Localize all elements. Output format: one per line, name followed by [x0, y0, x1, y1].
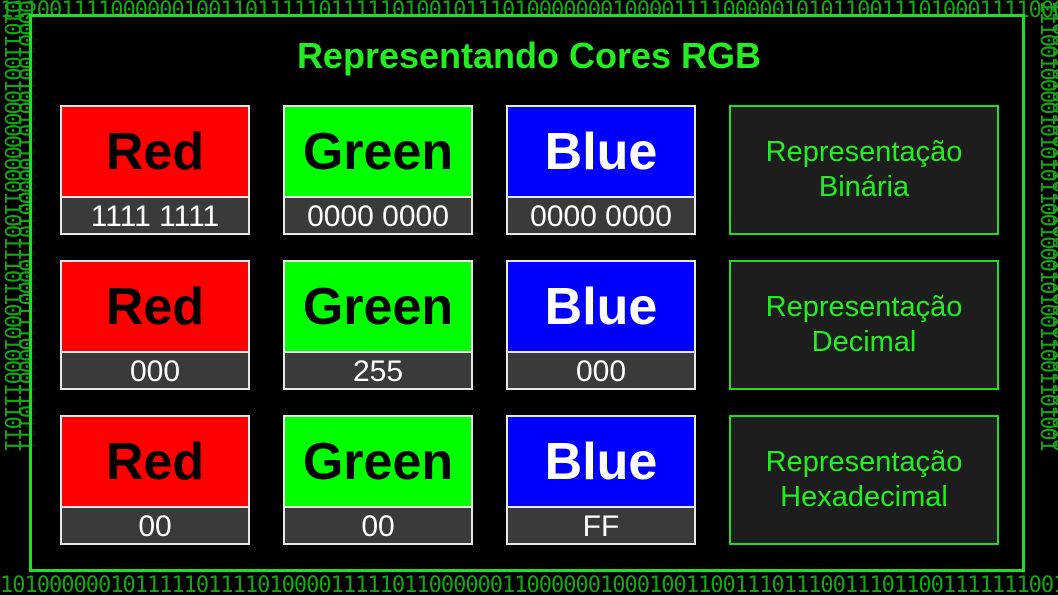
red-card-decimal: Red 000 [60, 260, 250, 390]
blue-swatch: Blue [508, 262, 694, 351]
green-value: 0000 0000 [285, 196, 471, 233]
green-swatch: Green [285, 262, 471, 351]
green-card-hex: Green 00 [283, 415, 473, 545]
red-swatch: Red [62, 262, 248, 351]
blue-card-hex: Blue FF [506, 415, 696, 545]
red-swatch: Red [62, 417, 248, 506]
red-value: 000 [62, 351, 248, 388]
red-value: 00 [62, 506, 248, 543]
blue-card-binary: Blue 0000 0000 [506, 105, 696, 235]
blue-value: FF [508, 506, 694, 543]
binary-row: 1010000001011111011110100001111101100000… [0, 575, 1058, 595]
representation-label-hex: Representação Hexadecimal [729, 415, 999, 545]
red-swatch: Red [62, 107, 248, 196]
red-card-binary: Red 1111 1111 [60, 105, 250, 235]
green-card-binary: Green 0000 0000 [283, 105, 473, 235]
green-value: 00 [285, 506, 471, 543]
blue-swatch: Blue [508, 107, 694, 196]
red-value: 1111 1111 [62, 196, 248, 233]
blue-swatch: Blue [508, 417, 694, 506]
green-card-decimal: Green 255 [283, 260, 473, 390]
page-title: Representando Cores RGB [0, 34, 1058, 78]
green-value: 255 [285, 351, 471, 388]
green-swatch: Green [285, 417, 471, 506]
blue-value: 000 [508, 351, 694, 388]
green-swatch: Green [285, 107, 471, 196]
blue-value: 0000 0000 [508, 196, 694, 233]
representation-label-decimal: Representação Decimal [729, 260, 999, 390]
blue-card-decimal: Blue 000 [506, 260, 696, 390]
representation-label-binary: Representação Binária [729, 105, 999, 235]
red-card-hex: Red 00 [60, 415, 250, 545]
